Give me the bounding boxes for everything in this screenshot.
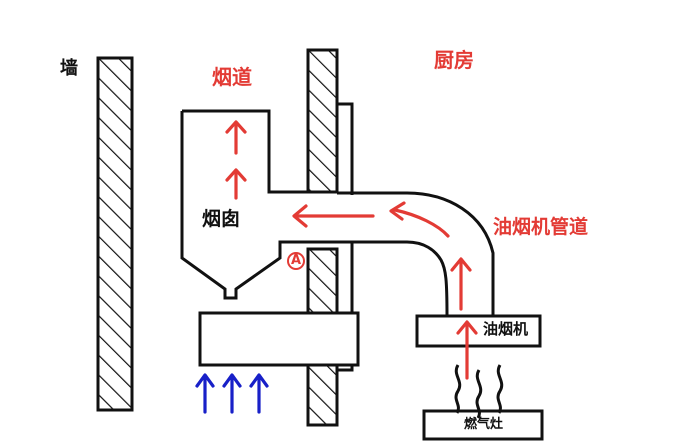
arrow-icon [456,320,478,380]
left-wall [96,56,134,412]
arrow-icon [225,168,247,200]
wall-label: 墙 [60,58,78,79]
arrow-icon [225,120,247,155]
arrow-icon [389,201,450,238]
stove-box [422,409,544,441]
marker-a: A [287,252,305,270]
lower-box [198,311,360,367]
kitchen-label: 厨房 [434,48,474,72]
wave-icon [454,364,504,419]
chimney-body [180,109,337,300]
range-hood-label: 油烟机 [483,320,529,338]
range-hood-box [415,314,542,348]
flue-label: 烟道 [212,65,252,89]
stove-label: 燃气灶 [464,417,504,432]
range-hood-duct-label: 油烟机管道 [493,216,589,238]
chimney-label: 烟囱 [202,208,241,230]
arrow-up-icon [249,373,269,414]
airflow-arrows [225,120,478,380]
intake-arrows [195,373,269,414]
range-hood-duct [337,191,495,317]
arrow-up-icon [222,373,242,414]
arrow-up-icon [195,373,215,414]
arrow-icon [292,204,375,228]
center-wall [306,48,354,427]
arrow-icon [450,257,472,311]
